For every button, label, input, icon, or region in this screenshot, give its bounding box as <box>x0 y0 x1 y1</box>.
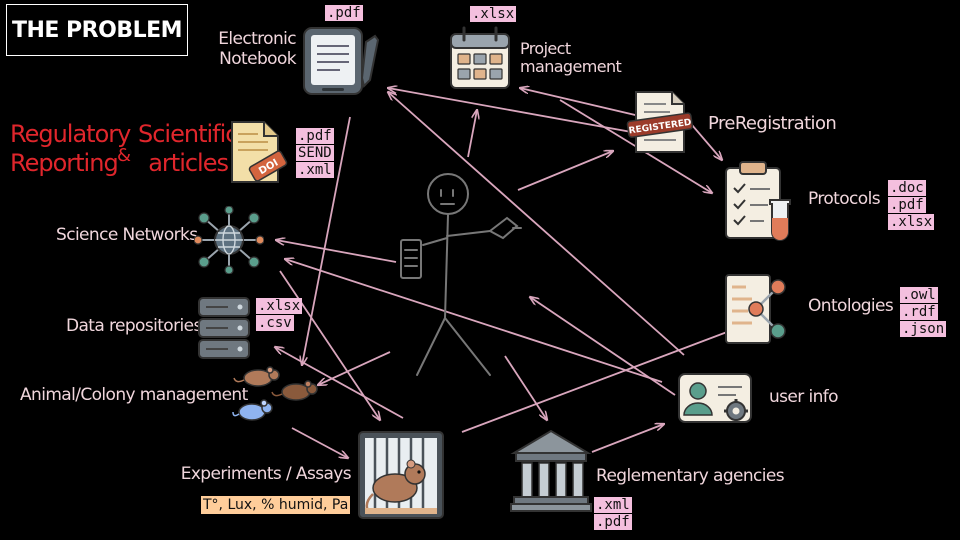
mice-colony-icon <box>232 366 318 421</box>
ontologies-formats: .owl .rdf .json <box>900 287 947 337</box>
arrow-networks-userinfo <box>285 259 663 383</box>
arrow-person-to-networks <box>276 240 397 263</box>
ampersand: & <box>117 145 131 166</box>
government-building-icon <box>510 429 592 512</box>
arrow-colony-to-experiments <box>291 427 348 458</box>
arrow-experiments-to-repos <box>275 347 404 419</box>
arrow-person-to-colony <box>318 351 391 385</box>
scientific-line2: articles <box>148 148 229 177</box>
protocols-format-doc: .doc <box>888 180 926 196</box>
electronic-notebook-label: Electronic Notebook <box>212 29 296 69</box>
scientific-articles-label: Scientific articles <box>138 120 238 178</box>
registered-document-icon: REGISTERED <box>626 91 694 153</box>
science-networks-label: Science Networks <box>56 225 198 245</box>
project-management-label: Project management <box>520 39 622 77</box>
electronic-notebook-label-line2: Notebook <box>219 48 296 69</box>
protocols-label: Protocols <box>808 189 881 209</box>
agencies-formats: .xml .pdf <box>594 497 632 530</box>
regulatory-line2: Reporting <box>10 148 119 177</box>
ontologies-label: Ontologies <box>808 296 894 316</box>
project-management-label-line1: Project <box>520 39 571 58</box>
experiments-label: Experiments / Assays <box>180 464 352 484</box>
calendar-icon <box>450 26 510 89</box>
doi-document-icon: DOI <box>231 121 288 183</box>
regulatory-format-pdf: .pdf <box>296 128 334 144</box>
protocols-formats: .doc .pdf .xlsx <box>888 180 935 230</box>
arrow-person-to-project <box>467 110 477 158</box>
arrow-person-to-agencies <box>504 355 547 420</box>
arrow-prereg-to-project <box>520 88 649 119</box>
preregistration-label: PreRegistration <box>708 113 837 134</box>
arrow-person-to-prereg <box>517 151 613 191</box>
researcher-stick-figure-icon <box>400 173 522 376</box>
protocols-format-xlsx: .xlsx <box>888 214 935 230</box>
arrow-agencies-to-userinfo <box>591 424 664 453</box>
project-format-xlsx: .xlsx <box>470 6 517 22</box>
regulatory-formats: .pdf SEND .xml <box>296 128 334 178</box>
agencies-format-pdf: .pdf <box>594 514 632 530</box>
experiment-parameters: T°, Lux, % humid, Pa <box>201 496 351 514</box>
tablet-notebook-icon <box>303 27 380 95</box>
arrow-prereg-to-protocols <box>691 124 722 160</box>
server-stack-icon <box>198 297 250 359</box>
regulatory-reporting-label: Regulatory Reporting <box>10 120 131 178</box>
arrow-prereg-to-notebook <box>388 88 649 136</box>
arrow-notebook-to-colony <box>302 116 351 365</box>
regulatory-format-xml: .xml <box>296 162 334 178</box>
ontologies-format-rdf: .rdf <box>900 304 938 320</box>
caged-rat-icon <box>358 431 444 519</box>
regulatory-format-send: SEND <box>296 145 334 161</box>
agencies-label: Reglementary agencies <box>596 466 785 486</box>
electronic-notebook-label-line1: Electronic <box>218 29 296 49</box>
data-repositories-label: Data repositories <box>66 316 202 336</box>
slide-title: THE PROBLEM <box>6 4 188 56</box>
animal-colony-label: Animal/Colony management <box>20 385 248 405</box>
clipboard-flask-icon <box>725 161 791 241</box>
protocols-format-pdf: .pdf <box>888 197 926 213</box>
scientific-line1: Scientific <box>138 120 238 148</box>
notebook-format-pdf: .pdf <box>325 5 363 21</box>
regulatory-line1: Regulatory <box>10 120 131 148</box>
user-id-card-icon <box>678 373 752 423</box>
arrow-userinfo-to-notebook <box>388 92 685 356</box>
repositories-format-csv: .csv <box>256 315 294 331</box>
repositories-formats: .xlsx .csv <box>256 298 303 331</box>
ontologies-format-owl: .owl <box>900 287 938 303</box>
ontologies-format-json: .json <box>900 321 947 337</box>
project-management-label-line2: management <box>520 57 622 77</box>
agencies-format-xml: .xml <box>594 497 632 513</box>
user-info-label: user info <box>769 387 839 407</box>
ontology-document-icon <box>725 274 786 344</box>
arrow-experiments-to-ontologies <box>461 329 735 433</box>
network-globe-icon <box>194 206 264 274</box>
repositories-format-xlsx: .xlsx <box>256 298 303 314</box>
arrow-userinfo-to-person <box>530 297 676 396</box>
